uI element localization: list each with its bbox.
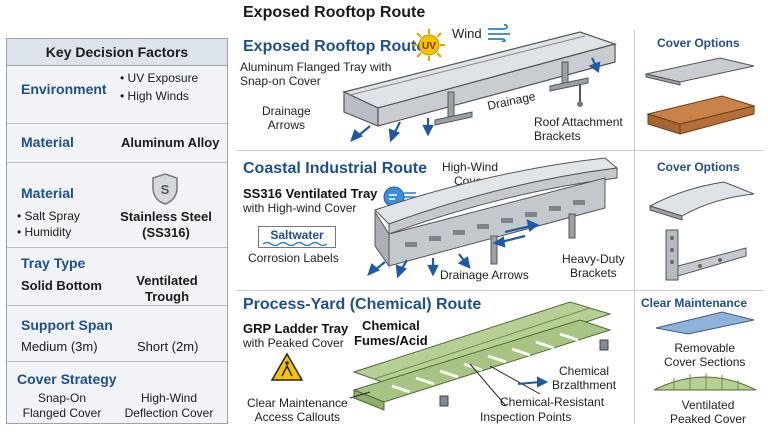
wind-label: Wind xyxy=(452,26,482,41)
table-header: Key Decision Factors xyxy=(7,39,227,66)
span-short: Short (2m) xyxy=(137,339,199,354)
removable-cover-label: Removable Cover Sections xyxy=(664,341,746,369)
page-title: Exposed Rooftop Route xyxy=(243,4,426,21)
copper-cover-option xyxy=(646,95,756,135)
aluminum-tray xyxy=(342,31,618,143)
corrosion-labels: Corrosion Labels xyxy=(248,251,339,265)
coastal-tray-sub: with High-wind Cover xyxy=(243,201,357,215)
saltwater-badge: Saltwater xyxy=(258,226,336,248)
factor-label-environment: Environment xyxy=(21,81,107,97)
grp-ladder-tray xyxy=(349,301,612,411)
env-item-wind: • High Winds xyxy=(120,89,189,103)
heavy-duty-brackets: Heavy-Duty Brackets xyxy=(562,252,625,280)
clear-maintenance-title: Clear Maintenance xyxy=(641,296,748,310)
env-item-uv: • UV Exposure xyxy=(120,71,199,85)
inspection-points: Inspection Points xyxy=(480,410,572,424)
bracket-option xyxy=(665,229,747,281)
rooftop-drainage-arrows: Drainage Arrows xyxy=(262,104,311,132)
factor-label-material-2: Material xyxy=(21,185,74,201)
env-item-salt: • Salt Spray xyxy=(17,209,80,223)
chemical-fumes: Chemical Fumes/Acid xyxy=(354,318,428,348)
rooftop-title: Exposed Rooftop Route xyxy=(243,38,426,55)
shield-icon: S xyxy=(152,173,178,205)
rooftop-tray-label: Aluminum Flanged Tray with Snap-on Cover xyxy=(240,60,392,88)
factor-label-support-span: Support Span xyxy=(21,317,113,333)
arched-cover-option xyxy=(648,181,755,221)
tray-solid-bottom: Solid Bottom xyxy=(21,278,102,293)
ventilated-peaked-cover-option xyxy=(653,373,757,391)
process-title: Process-Yard (Chemical) Route xyxy=(243,296,482,313)
uv-sun-icon: UV xyxy=(413,29,445,61)
clear-callouts: Clear Maintenance Access Callouts xyxy=(247,396,348,424)
tray-ventilated: Ventilated Trough xyxy=(136,273,198,304)
env-item-humidity: • Humidity xyxy=(17,225,72,239)
coastal-tray-label: SS316 Ventilated Tray xyxy=(243,186,378,201)
grp-tray-sub: with Peaked Cover xyxy=(243,336,344,350)
coastal-title: Coastal Industrial Route xyxy=(243,160,428,177)
factor-label-cover-strategy: Cover Strategy xyxy=(17,371,117,387)
decision-factors-table: Key Decision Factors Environment • UV Ex… xyxy=(6,38,228,424)
material-stainless: Stainless Steel (SS316) xyxy=(120,209,212,240)
rooftop-brackets: Roof Attachment Brackets xyxy=(534,115,623,143)
chemical-label: Chemical Brzalthment xyxy=(552,364,617,392)
saltwater-label: Saltwater xyxy=(270,228,324,242)
factor-label-tray-type: Tray Type xyxy=(21,255,86,271)
rooftop-cover-options: Cover Options xyxy=(657,36,740,50)
chemical-resistant: Chemical-Resistant xyxy=(500,395,605,409)
uv-label: UV xyxy=(422,41,436,52)
span-medium: Medium (3m) xyxy=(21,339,98,354)
ventilated-tray xyxy=(367,157,619,279)
warning-icon xyxy=(270,352,304,381)
svg-text:S: S xyxy=(161,182,170,197)
grp-tray-label: GRP Ladder Tray xyxy=(243,321,349,336)
factor-label-material-1: Material xyxy=(21,134,74,150)
material-aluminum: Aluminum Alloy xyxy=(121,135,220,150)
flat-cover-option xyxy=(645,57,755,86)
ventilated-peaked-label: Ventilated Peaked Cover xyxy=(670,398,747,426)
coastal-cover-options: Cover Options xyxy=(657,160,740,174)
removable-cover-option xyxy=(655,311,755,335)
cover-high-wind: High-Wind Deflection Cover xyxy=(124,391,214,420)
cover-snap-on: Snap-On Flanged Cover xyxy=(22,391,102,420)
coastal-drainage-arrows: Drainage Arrows xyxy=(440,268,529,282)
wind-icon xyxy=(488,24,510,42)
